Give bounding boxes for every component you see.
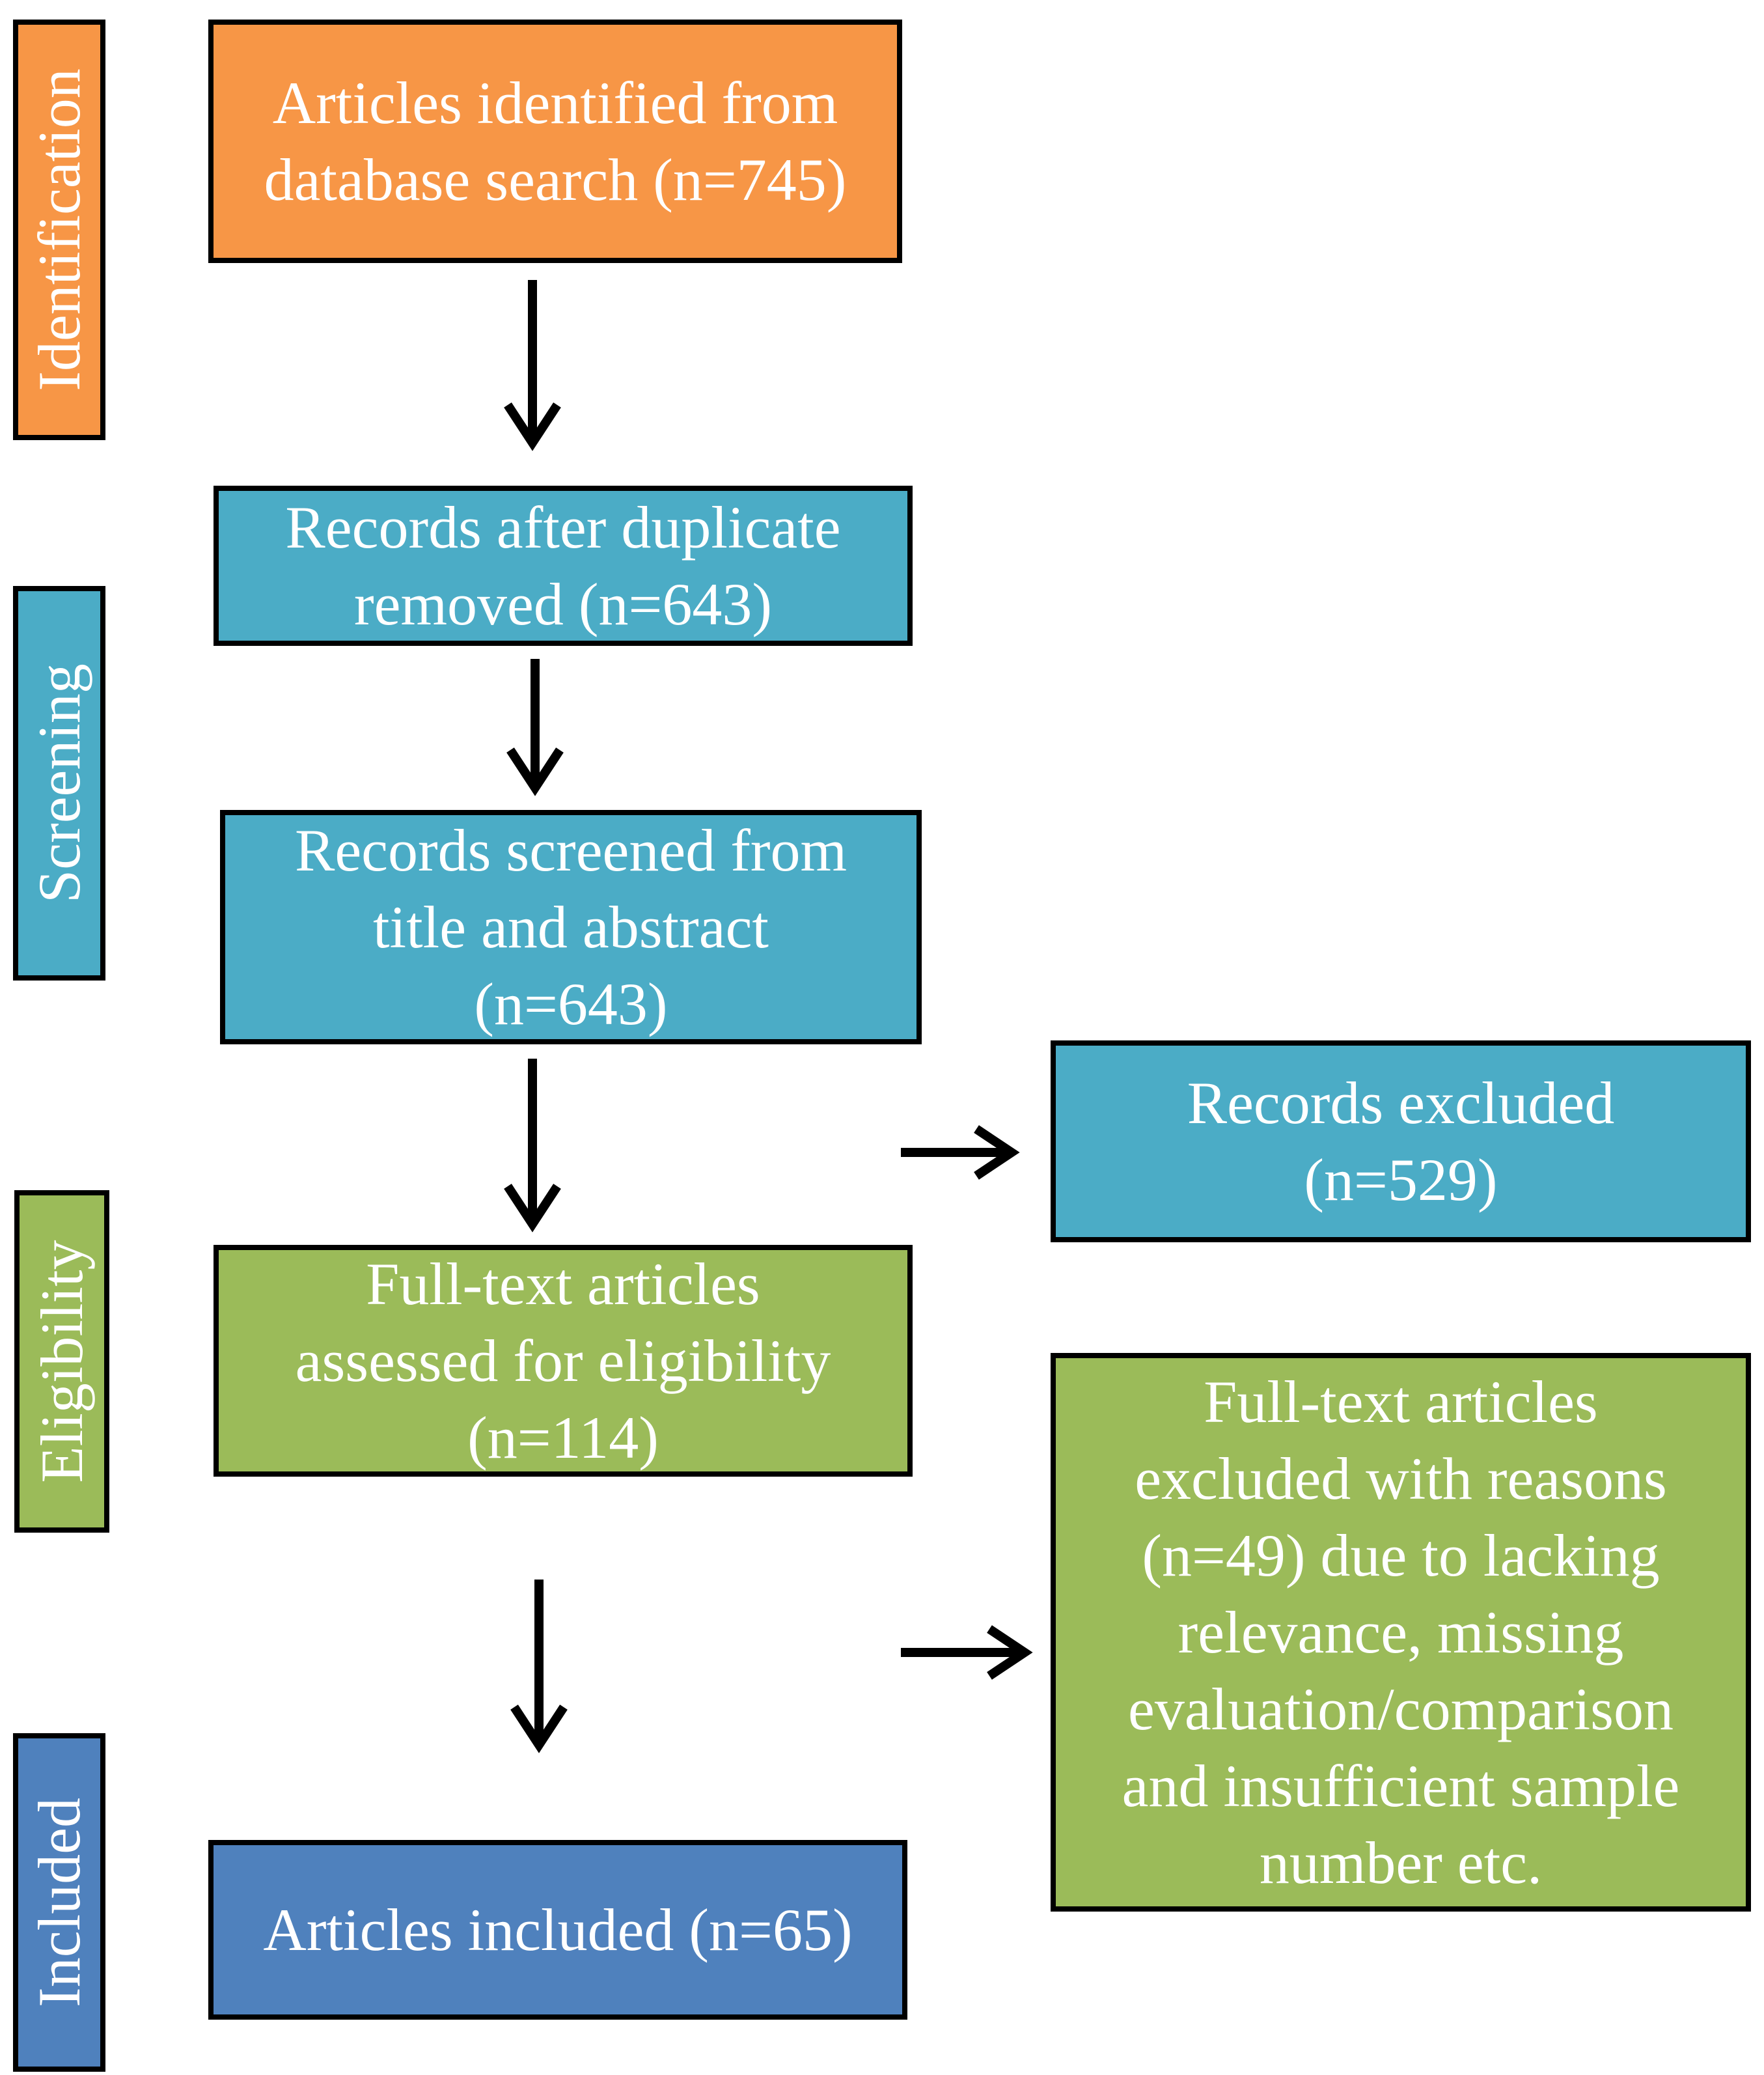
arrow-right-1	[901, 1125, 1020, 1180]
box-records-excluded: Records excluded (n=529)	[1051, 1040, 1751, 1242]
box-full-text-assessed-text: Full-text articles assessed for eligibil…	[295, 1251, 831, 1471]
box-records-after-duplicates-text: Records after duplicate removed (n=643)	[285, 494, 841, 637]
box-records-screened: Records screened from title and abstract…	[220, 810, 922, 1044]
box-articles-included: Articles included (n=65)	[208, 1840, 907, 2020]
box-full-text-excluded-text: Full-text articles excluded with reasons…	[1122, 1369, 1680, 1896]
box-records-excluded-text: Records excluded (n=529)	[1187, 1070, 1615, 1213]
box-records-after-duplicates: Records after duplicate removed (n=643)	[214, 486, 913, 646]
stage-identification: Identification	[13, 20, 105, 440]
arrow-right-2	[901, 1625, 1033, 1680]
arrow-down-1	[504, 280, 561, 451]
box-full-text-assessed: Full-text articles assessed for eligibil…	[214, 1245, 913, 1477]
arrow-down-3	[504, 1059, 561, 1232]
box-articles-included-text: Articles included (n=65)	[263, 1897, 853, 1963]
box-full-text-excluded: Full-text articles excluded with reasons…	[1051, 1353, 1751, 1912]
box-articles-identified-text: Articles identified from database search…	[264, 70, 847, 213]
box-records-screened-text: Records screened from title and abstract…	[294, 817, 848, 1037]
arrow-down-2	[506, 659, 564, 796]
box-articles-identified: Articles identified from database search…	[208, 20, 902, 263]
stage-eligibility: Eligibility	[14, 1190, 109, 1533]
stage-screening: Screening	[13, 586, 105, 981]
stage-included: Included	[13, 1733, 105, 2072]
arrow-down-4	[510, 1580, 568, 1753]
